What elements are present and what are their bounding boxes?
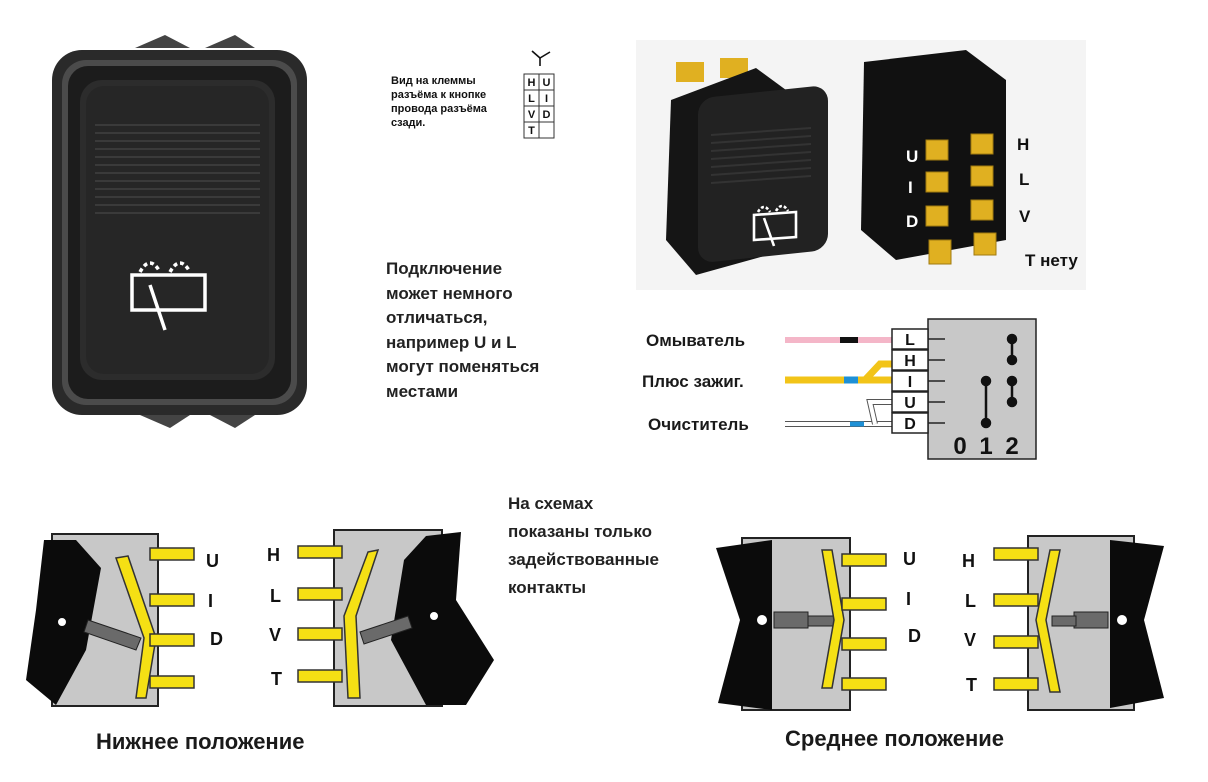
middle-term-t: T — [966, 675, 977, 695]
photo-label-d: D — [906, 212, 919, 231]
middle-term-i: I — [906, 589, 912, 609]
lower-term-u: U — [206, 551, 219, 571]
middle-term-l: L — [965, 591, 976, 611]
terminal-h: H — [904, 353, 916, 370]
lower-position-caption: Нижнее положение — [96, 729, 305, 754]
wire-fork-icon — [531, 50, 551, 66]
wire-label-wiper: Очиститель — [648, 415, 749, 434]
terminal-i: I — [908, 374, 912, 391]
ignition-wire — [785, 360, 892, 384]
photo-label-i: I — [908, 178, 913, 197]
middle-term-h: H — [962, 551, 975, 571]
switch-photo-angled — [636, 40, 1086, 290]
washer-icon-small — [752, 204, 798, 247]
switch-unit-back — [861, 50, 1006, 265]
lower-term-v: V — [269, 625, 282, 645]
position-0: 0 — [953, 433, 966, 460]
position-1: 1 — [979, 433, 992, 460]
lower-term-t: T — [271, 669, 282, 689]
photo-label-v: V — [1019, 207, 1031, 226]
connector-pin-u: U — [543, 77, 551, 89]
wiper-wire — [785, 399, 892, 427]
position-2: 2 — [1005, 433, 1018, 460]
wire-label-washer: Омыватель — [646, 331, 746, 350]
connector-pin-v: V — [528, 109, 536, 121]
lower-term-d: D — [210, 629, 223, 649]
photo-label-t: T нету — [1025, 251, 1078, 270]
middle-position-caption: Среднее положение — [785, 726, 1005, 751]
switch-unit-front — [666, 58, 828, 275]
connector-pin-l: L — [528, 93, 535, 105]
washer-icon — [130, 261, 207, 331]
photo-label-h: H — [1017, 135, 1030, 154]
terminal-l: L — [905, 332, 915, 349]
middle-term-v: V — [964, 630, 977, 650]
lower-term-h: H — [267, 545, 280, 565]
connector-pin-i: I — [545, 93, 548, 105]
middle-term-d: D — [908, 626, 921, 646]
terminal-u: U — [904, 395, 916, 412]
schematic-lower — [26, 529, 494, 707]
photo-label-u: U — [906, 147, 919, 166]
schematic-middle — [716, 535, 1164, 711]
terminal-d: D — [904, 416, 916, 433]
lower-term-i: I — [208, 591, 214, 611]
wire-label-ignition: Плюс зажиг. — [642, 372, 744, 391]
connector-pin-t: T — [528, 125, 535, 137]
lower-term-l: L — [270, 586, 281, 606]
switch-photo-front — [52, 35, 307, 428]
photo-label-l: L — [1019, 170, 1030, 189]
connector-view-note: Вид на клеммы разъёма к кнопке провода р… — [391, 75, 487, 129]
connector-pin-d: D — [543, 109, 551, 121]
middle-term-u: U — [903, 549, 916, 569]
connector-pin-h: H — [528, 77, 536, 89]
